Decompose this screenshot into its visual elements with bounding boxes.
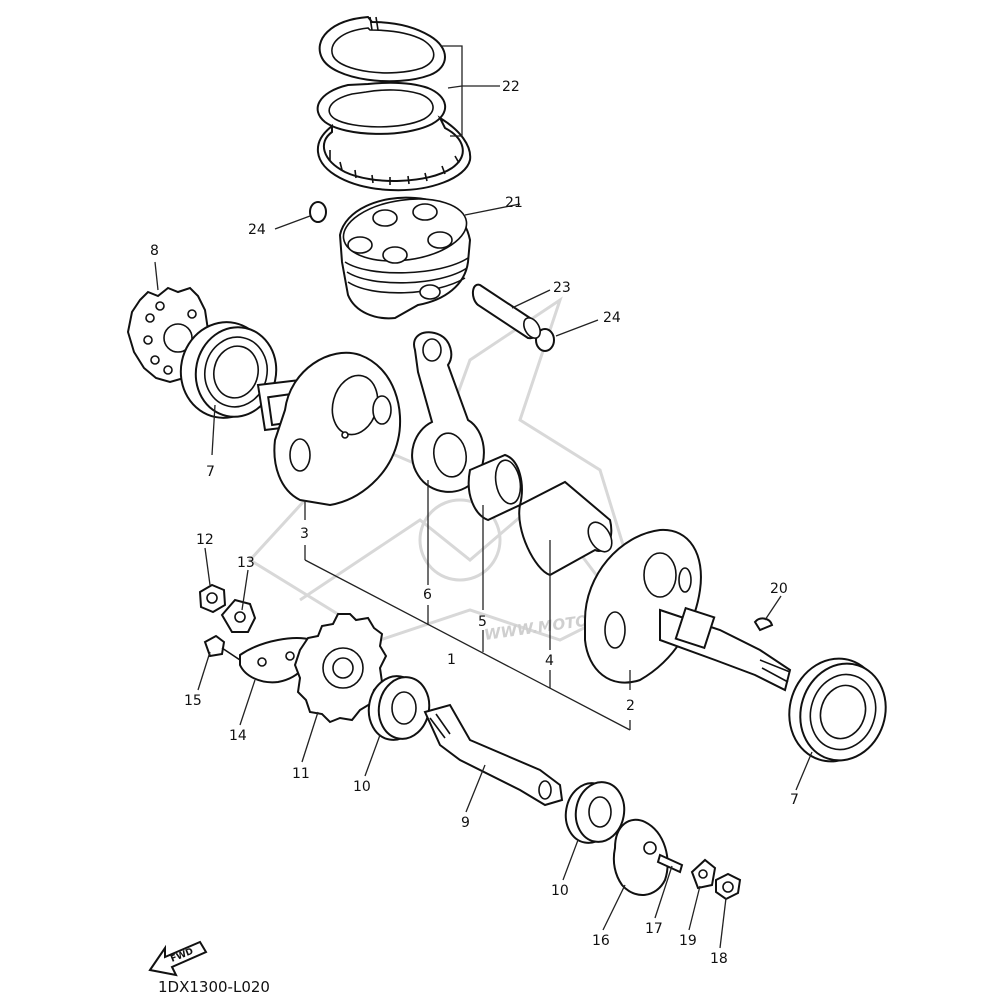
balancer-bearing-upper (367, 675, 431, 741)
connecting-rod (411, 331, 485, 493)
callout-10-upper: 10 (353, 779, 371, 795)
diagram-code: 1DX1300-L020 (158, 978, 270, 996)
callout-1: 1 (447, 652, 456, 668)
balancer-washer (690, 858, 717, 890)
balancer-bearing-lower (564, 781, 626, 844)
balancer-nut (715, 872, 742, 901)
callout-22: 22 (502, 79, 520, 95)
callout-6: 6 (423, 587, 432, 603)
callout-14: 14 (229, 728, 247, 744)
leader-lines (154, 203, 813, 949)
callout-24-right: 24 (603, 310, 621, 326)
fwd-arrow-icon: FWD (148, 940, 208, 977)
crank-web-left (256, 351, 402, 507)
callout-10-lower: 10 (551, 883, 569, 899)
callout-13: 13 (237, 555, 255, 571)
callout-11: 11 (292, 766, 310, 782)
balancer-weight (612, 818, 669, 896)
piston-rings (316, 15, 500, 192)
callout-17: 17 (645, 921, 663, 937)
piston-clip-left (309, 201, 327, 223)
callout-5: 5 (478, 614, 487, 630)
piston (338, 196, 472, 320)
big-end-bearing (467, 453, 523, 522)
bearing-left (179, 321, 278, 419)
balancer-key (656, 853, 684, 874)
callout-4: 4 (545, 653, 554, 669)
nut-12 (198, 583, 227, 614)
bearing-right (788, 657, 887, 763)
callout-7-right: 7 (790, 792, 799, 808)
callout-9: 9 (461, 815, 470, 831)
balancer-driven-gear (293, 613, 388, 724)
callout-7-left: 7 (206, 464, 215, 480)
callout-labels: 22 21 24 23 24 8 7 3 6 5 4 1 2 20 7 12 1… (150, 79, 799, 967)
callout-20: 20 (770, 581, 788, 597)
bolt-15 (203, 634, 241, 661)
lock-washer-13 (220, 598, 257, 633)
callout-12: 12 (196, 532, 214, 548)
crank-web-right (584, 528, 792, 692)
callout-8: 8 (150, 243, 159, 259)
callout-3: 3 (300, 526, 309, 542)
callout-18: 18 (710, 951, 728, 967)
callout-2: 2 (626, 698, 635, 714)
callout-21: 21 (505, 195, 523, 211)
piston-pin (472, 283, 541, 340)
callout-23: 23 (553, 280, 571, 296)
callout-24-left: 24 (248, 222, 266, 238)
callout-15: 15 (184, 693, 202, 709)
callout-19: 19 (679, 933, 697, 949)
crank-pin (518, 480, 613, 577)
woodruff-key (753, 617, 774, 632)
balancer-shaft (423, 703, 564, 807)
callout-16: 16 (592, 933, 610, 949)
